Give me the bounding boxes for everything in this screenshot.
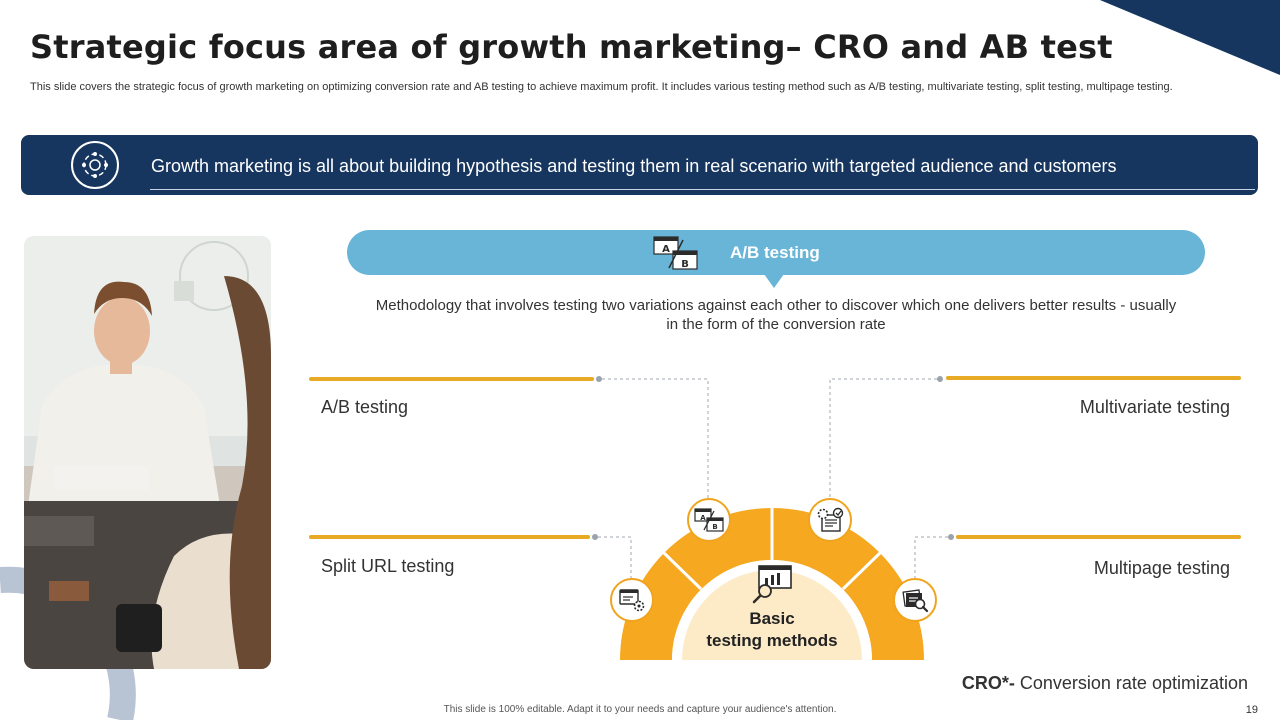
ab-testing-description: Methodology that involves testing two va…: [375, 297, 1177, 333]
method-label-ab-testing: A/B testing: [321, 397, 409, 417]
key-message-banner: [21, 135, 1258, 195]
corner-decoration: [1100, 0, 1280, 75]
pill-pointer: [764, 274, 784, 288]
ab-testing-heading: A/B testing: [730, 243, 820, 262]
cro-definition: Conversion rate optimization: [1014, 673, 1248, 693]
center-title-line1: Basic: [749, 609, 795, 628]
banner-underline: [150, 189, 1255, 190]
multivariate-settings-icon: [808, 498, 852, 542]
svg-text:B: B: [712, 523, 717, 531]
multipage-search-icon: [893, 578, 937, 622]
ab-test-icon: A B: [653, 236, 698, 270]
team-meeting-photo: [24, 236, 271, 669]
method-label-split-url-testing: Split URL testing: [321, 556, 455, 576]
testing-methods-semicircle: [620, 508, 924, 660]
growth-cycle-icon: [71, 141, 119, 189]
split-url-icon: [610, 578, 654, 622]
page-title: Strategic focus area of growth marketing…: [30, 28, 1113, 66]
cro-footnote: CRO*- Conversion rate optimization: [962, 673, 1248, 694]
svg-text:B: B: [681, 259, 689, 270]
svg-text:A: A: [662, 244, 670, 255]
banner-text: Growth marketing is all about building h…: [151, 156, 1117, 176]
cro-abbreviation: CRO*-: [961, 673, 1015, 693]
ab-testing-pill: [347, 230, 1205, 275]
footer-note: This slide is 100% editable. Adapt it to…: [443, 704, 837, 715]
method-label-multipage-testing: Multipage testing: [1093, 558, 1230, 578]
method-label-multivariate-testing: Multivariate testing: [1079, 397, 1230, 417]
svg-text:A: A: [700, 514, 706, 522]
page-number: 19: [1245, 704, 1258, 716]
slide-description: This slide covers the strategic focus of…: [30, 81, 1173, 93]
presentation-search-icon: [752, 565, 792, 604]
center-title-line2: testing methods: [706, 631, 838, 650]
ab-test-icon: A B: [687, 498, 731, 542]
